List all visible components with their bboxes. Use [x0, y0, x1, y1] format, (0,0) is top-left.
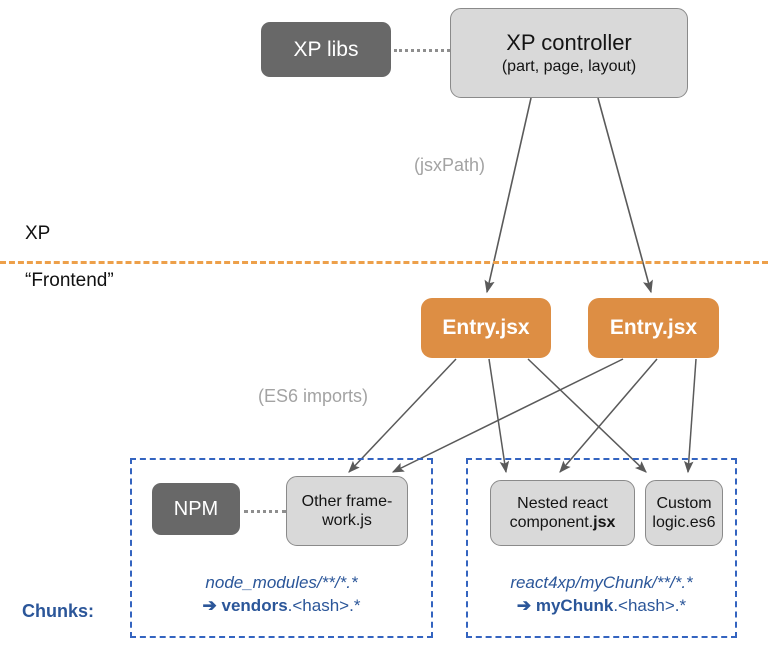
node-custom-logic[interactable]: Custom logic.es6: [645, 480, 723, 546]
chunk-group-vendors[interactable]: [130, 458, 433, 638]
node-npm[interactable]: NPM: [152, 483, 240, 535]
node-other-framework-line1: Other frame-: [301, 492, 393, 510]
node-entry-jsx-left-label: Entry.jsx: [442, 316, 530, 340]
chunk-vendors-glob: node_modules/**/*.*: [205, 573, 358, 592]
edge-entry-right-to-other-framework: [391, 358, 624, 473]
connector-xp-libs-to-controller: [394, 49, 450, 52]
edge-entry-right-to-nested-react: [559, 358, 658, 473]
node-nested-react-line2-bold: jsx: [593, 514, 616, 531]
edge-entry-right-to-custom-logic: [683, 358, 697, 474]
chunk-mychunk-glob: react4xp/myChunk/**/*.*: [510, 573, 693, 592]
annotation-es6-imports: (ES6 imports): [258, 386, 369, 406]
node-entry-jsx-right-label: Entry.jsx: [609, 316, 698, 340]
xp-frontend-divider: [0, 261, 768, 264]
chunk-mychunk-suffix: .<hash>.*: [613, 595, 687, 615]
node-entry-jsx-right[interactable]: Entry.jsx: [588, 298, 719, 358]
chunk-caption-mychunk: react4xp/myChunk/**/*.* ➔ myChunk.<hash>…: [466, 572, 737, 618]
edge-entry-left-to-custom-logic: [527, 358, 647, 473]
divider-label-below: “Frontend”: [25, 270, 114, 291]
chunk-mychunk-output: ➔ myChunk.<hash>.*: [466, 595, 737, 618]
node-nested-react-component[interactable]: Nested react component.jsx: [490, 480, 635, 546]
node-nested-react-line2: component.jsx: [510, 513, 616, 532]
chunks-label: Chunks:: [22, 601, 94, 621]
node-other-framework[interactable]: Other frame- work.js: [286, 476, 408, 546]
node-custom-logic-line2: logic.es6: [652, 514, 716, 531]
node-entry-jsx-left[interactable]: Entry.jsx: [421, 298, 551, 358]
chunk-group-mychunk[interactable]: [466, 458, 737, 638]
node-npm-label: NPM: [173, 498, 219, 520]
chunk-vendors-suffix: .<hash>.*: [287, 595, 361, 615]
chunk-mychunk-name: myChunk: [535, 595, 614, 615]
node-xp-libs-label: XP libs: [293, 37, 359, 61]
chunk-vendors-name: vendors: [221, 595, 288, 615]
chunk-vendors-arrow-icon: ➔: [202, 595, 222, 615]
chunk-vendors-output: ➔ vendors.<hash>.*: [130, 595, 433, 618]
node-other-framework-line2: work.js: [322, 512, 372, 529]
edge-entry-left-to-other-framework: [348, 358, 457, 473]
annotation-jsx-path: (jsxPath): [414, 155, 486, 175]
divider-label-above: XP: [25, 223, 51, 244]
connector-npm-to-other-framework: [244, 510, 286, 513]
node-xp-libs[interactable]: XP libs: [261, 22, 391, 77]
node-xp-controller-label: XP controller: [506, 30, 632, 56]
node-nested-react-line2-plain: component.: [509, 514, 594, 531]
node-xp-controller-sublabel: (part, page, layout): [501, 57, 637, 75]
node-xp-controller[interactable]: XP controller (part, page, layout): [450, 8, 688, 98]
chunk-caption-vendors: node_modules/**/*.* ➔ vendors.<hash>.*: [130, 572, 433, 618]
edge-entry-left-to-nested-react: [488, 358, 510, 474]
node-nested-react-line1: Nested react: [517, 494, 608, 512]
chunk-mychunk-arrow-icon: ➔: [516, 595, 536, 615]
node-custom-logic-line1: Custom: [656, 494, 712, 512]
